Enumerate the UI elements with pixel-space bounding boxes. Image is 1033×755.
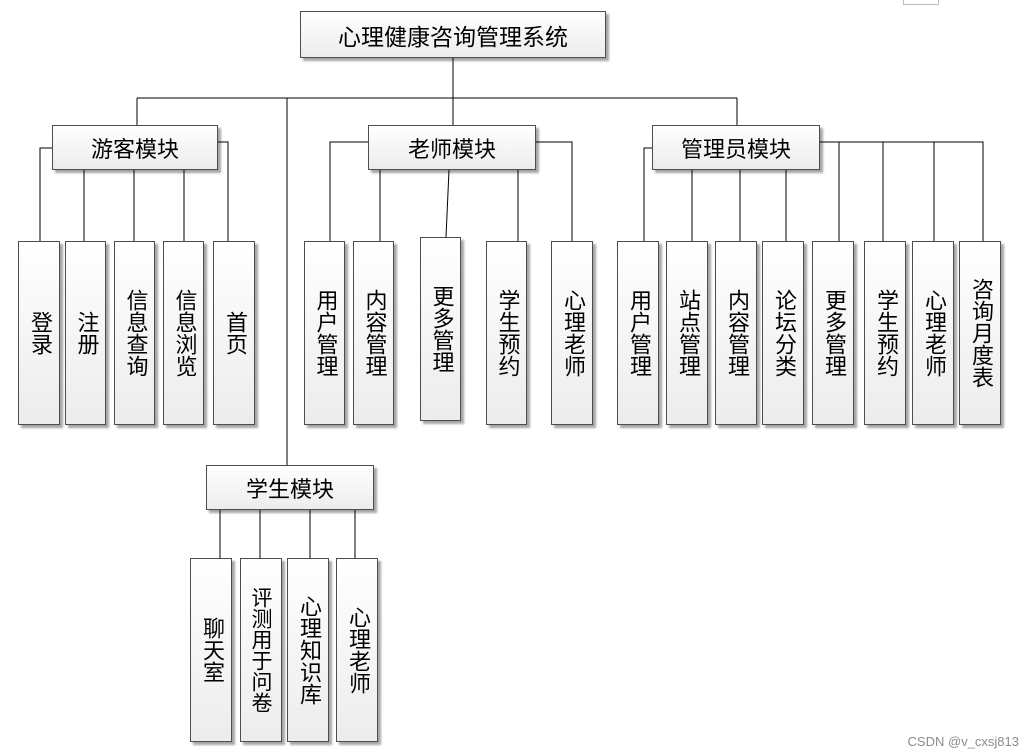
teacher-item-psych-teacher: 心理老师 (551, 241, 593, 425)
teacher-item-user-manage: 用户管理 (304, 241, 345, 425)
student-module-node: 学生模块 (206, 465, 374, 510)
visitor-item-home: 首页 (213, 241, 255, 425)
teacher-item-more-manage: 更多管理 (420, 237, 461, 421)
visitor-item-info-browse: 信息浏览 (163, 241, 204, 425)
admin-item-consult-monthly-report: 咨询月度表 (959, 241, 1001, 425)
teacher-item-student-booking: 学生预约 (486, 241, 527, 425)
admin-module-node: 管理员模块 (652, 125, 820, 170)
visitor-item-login: 登录 (18, 241, 60, 425)
watermark-text: CSDN @v_cxsj813 (907, 734, 1019, 749)
teacher-item-content-manage: 内容管理 (353, 241, 394, 425)
admin-item-site-manage: 站点管理 (666, 241, 708, 425)
admin-item-user-manage: 用户管理 (617, 241, 659, 425)
admin-item-psych-teacher: 心理老师 (912, 241, 954, 425)
visitor-item-register: 注册 (65, 241, 106, 425)
root-node: 心理健康咨询管理系统 (300, 11, 606, 58)
admin-item-forum-category: 论坛分类 (762, 241, 804, 425)
student-item-assessment-questionnaire: 评测用于问卷 (240, 558, 282, 742)
admin-item-content-manage: 内容管理 (715, 241, 757, 425)
visitor-item-info-query: 信息查询 (114, 241, 155, 425)
admin-item-more-manage: 更多管理 (812, 241, 854, 425)
visitor-module-node: 游客模块 (52, 125, 218, 170)
student-item-chat-room: 聊天室 (190, 558, 232, 742)
admin-item-student-booking: 学生预约 (864, 241, 906, 425)
corner-mark (903, 0, 939, 5)
teacher-module-node: 老师模块 (368, 125, 536, 170)
student-item-psych-teacher: 心理老师 (336, 558, 378, 742)
student-item-psych-knowledge-base: 心理知识库 (287, 558, 329, 742)
